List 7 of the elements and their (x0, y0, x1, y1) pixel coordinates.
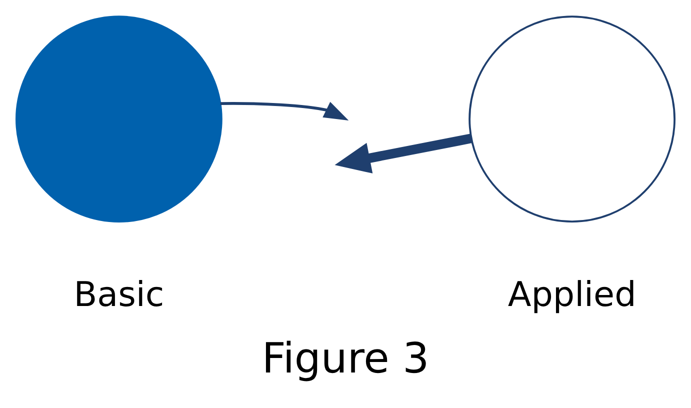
node-label: Applied (508, 274, 636, 314)
arrow (220, 101, 349, 120)
node-circle (16, 15, 222, 222)
node-label: Basic (74, 274, 164, 314)
node-circle (468, 15, 676, 222)
arrow (334, 133, 472, 173)
caption: Figure 3 (262, 333, 430, 382)
